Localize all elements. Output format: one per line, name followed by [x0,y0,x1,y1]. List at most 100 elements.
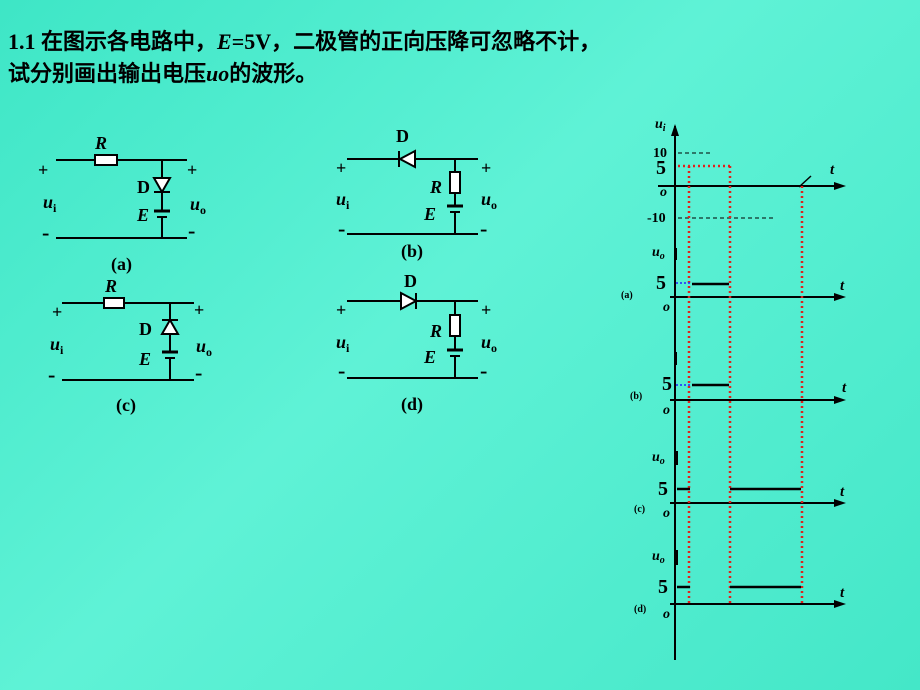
level-label: 5 [656,272,666,294]
t-axis-label: t [842,380,847,396]
diode-label: D [137,177,150,197]
e-symbol: E [217,29,232,54]
red-guides [678,164,804,606]
problem-number: 1.1 [8,29,36,54]
plus-sign: + [481,300,491,320]
input-voltage-label: ui [336,189,350,212]
plus-sign: + [38,160,48,180]
arrowhead-icon [834,499,846,507]
problem-text: 的波形。 [229,61,318,86]
axis-sub: o [660,251,665,262]
level-label: 5 [658,576,668,598]
output-voltage-label: uo [190,194,206,217]
ui-main: u [43,192,53,212]
resistor-icon [449,314,461,337]
peak-label: 10 [653,146,667,161]
diode-icon [400,291,419,311]
waveform-label-c: (c) [634,504,645,515]
uo-axis-label: uo [652,245,665,262]
circuit-b [347,149,478,235]
axis-main: u [652,245,660,260]
resistor-icon [94,154,118,166]
axis-sub: o [660,555,665,566]
ui-sub: i [346,341,350,355]
axis-sub: i [663,123,666,134]
waveform-axes [658,124,846,660]
diode-icon [397,149,416,169]
resistor-label: R [429,177,442,197]
origin-label: o [660,185,667,200]
plus-sign: + [336,300,346,320]
output-voltage-label: uo [481,189,497,212]
uo-main: u [481,189,491,209]
circuit-c [62,297,194,381]
t-axis-label: t [840,484,845,500]
output-voltage-label: uo [196,336,212,359]
minus-sign: - [338,216,345,241]
ui-main: u [336,332,346,352]
axis-main: u [652,450,660,465]
circuit-d [347,291,478,379]
uo-sub: o [200,203,206,217]
arrowhead-icon [834,293,846,301]
uo-sub: o [491,198,497,212]
ui-sub: i [53,201,57,215]
plus-sign: + [187,160,197,180]
uo-axis-label: uo [652,450,665,467]
battery-icon [154,209,170,218]
minus-sign: - [42,220,49,245]
problem-line-1: 1.1 在图示各电路中，E=5V，二极管的正向压降可忽略不计， [8,26,908,58]
waveform-label-a: (a) [621,290,633,301]
axis-main: u [652,549,660,564]
output-voltage-label: uo [481,332,497,355]
circuit-label-b: (b) [401,241,423,262]
plus-sign: + [481,158,491,178]
ui-main: u [50,334,60,354]
diode-label: D [139,319,152,339]
plus-sign: + [52,302,62,322]
output-traces [677,282,801,589]
plus-sign: + [336,158,346,178]
battery-icon [447,204,463,213]
battery-icon [162,350,178,359]
resistor-label: R [429,321,442,341]
t-axis-label: t [840,585,845,601]
uo-main: u [196,336,206,356]
battery-icon [447,348,463,357]
resistor-icon [103,297,125,309]
minus-sign: - [188,218,195,243]
ui-sub: i [60,343,64,357]
uo-axis-label: uo [652,549,665,566]
minus-sign: - [48,362,55,387]
uo-sub: o [206,345,212,359]
circuit-a [56,154,187,239]
resistor-icon [449,171,461,194]
origin-label: o [663,403,670,418]
blue-hints [676,282,692,386]
ui-main: u [336,189,346,209]
arrowhead-icon [671,124,679,136]
source-label: E [423,204,436,224]
problem-statement: 1.1 在图示各电路中，E=5V，二极管的正向压降可忽略不计， 试分别画出输出电… [8,26,908,90]
problem-text: 试分别画出输出电压 [8,61,207,86]
diode-icon [152,177,172,195]
source-label: E [138,349,151,369]
ui-axis-label: ui [655,117,666,134]
minus-sign: - [338,358,345,383]
uo-sub: o [491,341,497,355]
diode-icon [160,317,180,335]
waveform-label-d: (d) [634,604,646,615]
t-axis-label: t [840,278,845,294]
arrowhead-icon [834,396,846,404]
t-axis-label: t [830,162,835,178]
circuit-label-d: (d) [401,394,423,415]
input-voltage-label: ui [50,334,64,357]
problem-line-2: 试分别画出输出电压uo的波形。 [8,58,908,90]
ui-sub: i [346,198,350,212]
arrowhead-icon [834,600,846,608]
source-label: E [136,205,149,225]
circuit-label-c: (c) [116,395,136,416]
input-voltage-label: ui [336,332,350,355]
diode-label: D [396,126,409,146]
